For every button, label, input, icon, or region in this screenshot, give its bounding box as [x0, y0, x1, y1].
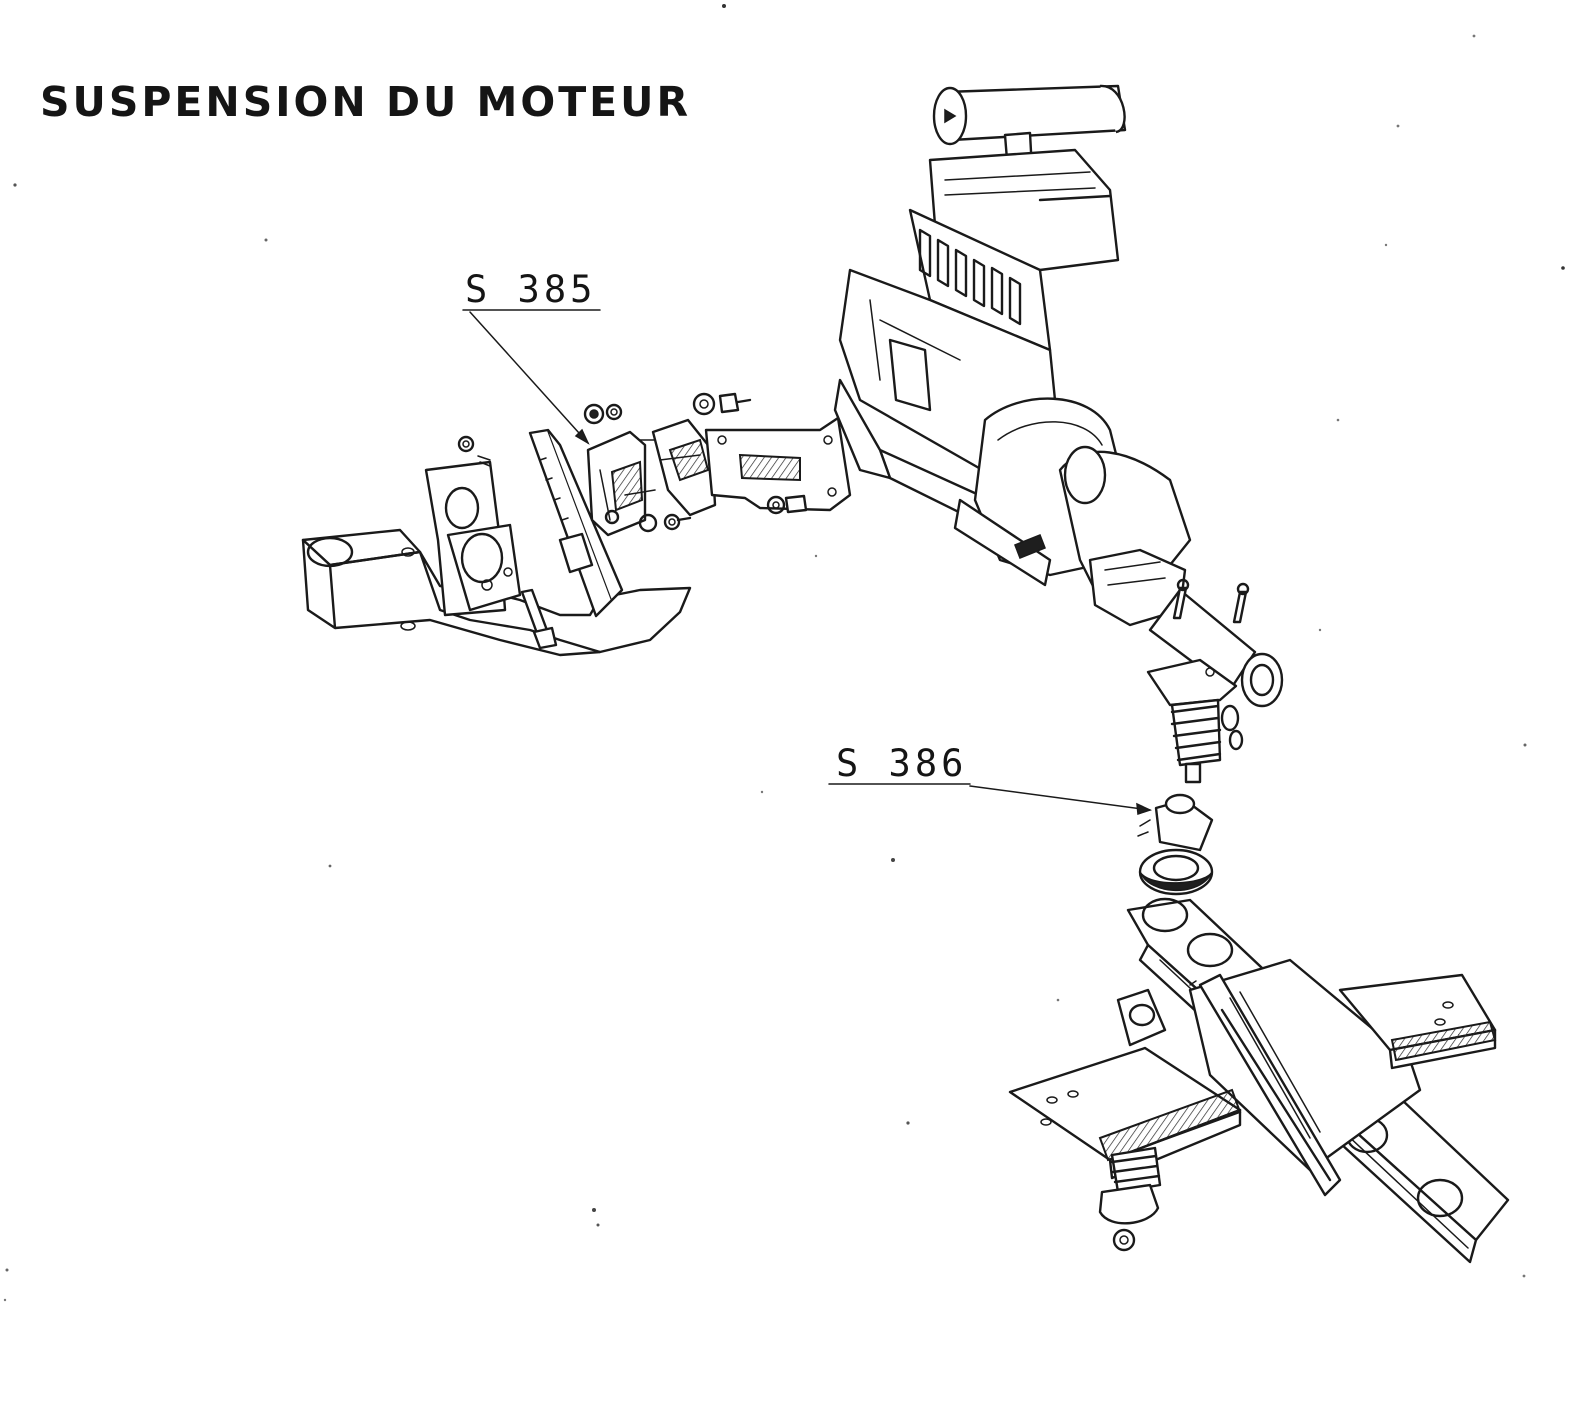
callout-label-s385: S 385 [465, 268, 597, 311]
callout-label-s386: S 386 [836, 742, 968, 785]
scan-specks [3, 4, 1565, 1302]
front-mount-assembly [301, 392, 852, 657]
rear-mount-stack [1137, 658, 1244, 896]
rear-cross-member [1008, 897, 1510, 1264]
callout-leader-s385 [462, 309, 601, 445]
engine-block [833, 84, 1284, 708]
callout-leader-s386 [828, 783, 1153, 816]
page-title: SUSPENSION DU MOTEUR [40, 78, 692, 126]
